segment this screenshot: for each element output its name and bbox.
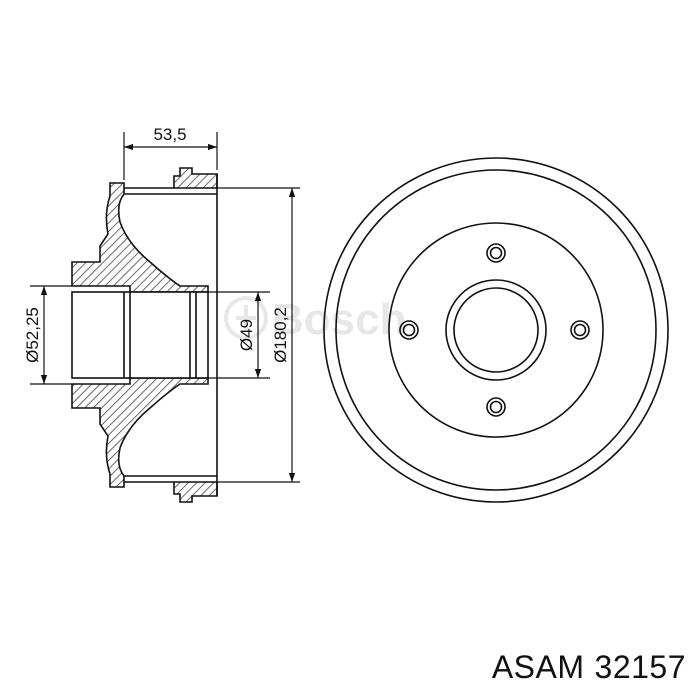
part-number-label: 32157 [594, 649, 686, 685]
drum-rim-circle [335, 169, 657, 491]
bolt-hole-left [399, 320, 419, 340]
drum-outer-circle [323, 157, 669, 503]
lower-section-hatch [71, 377, 218, 503]
bosch-logo-icon [224, 296, 268, 340]
side-section-view [71, 167, 218, 503]
hub-face-circle [388, 222, 604, 438]
center-bore-inner [453, 287, 539, 373]
bolt-holes [399, 243, 590, 417]
depth-label: 53,5 [153, 125, 186, 144]
hub-bore-diameter-label: Ø49 [237, 319, 256, 351]
bolt-hole-right [570, 320, 590, 340]
front-view [323, 157, 669, 503]
dimension-lines [30, 132, 300, 483]
hub-outer-diameter-label: Ø52,25 [23, 307, 42, 363]
upper-section-hatch [71, 167, 218, 293]
center-bore-outer [445, 279, 547, 381]
hub-bore [71, 291, 209, 379]
bolt-hole-top [486, 243, 506, 263]
bolt-hole-bottom [486, 397, 506, 417]
drum-diameter-label: Ø180,2 [271, 307, 290, 363]
brand-label: ASAM [491, 649, 585, 685]
